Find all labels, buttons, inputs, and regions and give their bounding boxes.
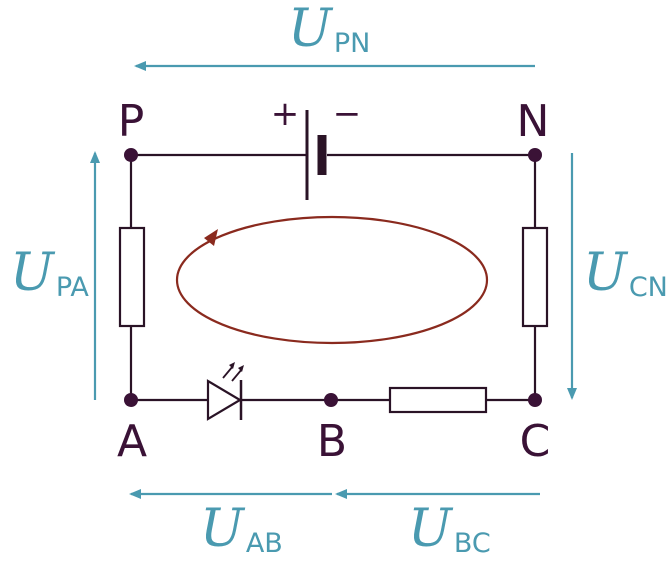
voltage-label-cn-sub: CN (629, 272, 668, 303)
led-icon (206, 362, 244, 421)
resistor-bottom (388, 386, 488, 414)
node-label-b: B (317, 416, 347, 467)
wires (129, 153, 537, 402)
voltage-label-cn: UCN (583, 243, 668, 303)
voltage-label-ab-sub: AB (246, 528, 283, 559)
led-light-arrows (222, 362, 244, 382)
voltage-label-bc-sub: BC (454, 528, 491, 559)
voltage-label-ab: UAB (200, 499, 283, 559)
voltage-label-ab-main: U (200, 499, 246, 559)
voltage-label-pa-sub: PA (56, 272, 90, 303)
node-label-p: P (118, 96, 145, 147)
voltage-label-pn-sub: PN (334, 28, 370, 59)
voltage-label-pa-main: U (10, 243, 56, 303)
node-c (528, 393, 542, 407)
voltage-label-cn-main: U (583, 243, 629, 303)
nodes (124, 148, 542, 407)
loop-direction-arrow (204, 229, 218, 246)
loop-ellipse (175, 215, 489, 345)
battery: + − (271, 94, 362, 200)
node-b (324, 393, 338, 407)
voltage-label-pa: UPA (10, 243, 89, 303)
node-label-c: C (520, 416, 551, 467)
voltage-label-bc: UBC (408, 499, 491, 559)
node-a (124, 393, 138, 407)
node-label-a: A (117, 416, 147, 467)
led-triangle (206, 379, 243, 421)
voltage-label-pn-main: U (288, 0, 334, 59)
node-p (124, 148, 138, 162)
battery-minus-label: − (333, 94, 362, 134)
voltage-label-bc-main: U (408, 499, 454, 559)
voltage-label-pn: UPN (288, 0, 370, 59)
resistor-left (118, 226, 146, 328)
battery-plus-label: + (271, 94, 300, 134)
node-label-n: N (517, 96, 550, 147)
node-n (528, 148, 542, 162)
mesh-loop (175, 215, 489, 345)
resistor-right (521, 226, 549, 328)
